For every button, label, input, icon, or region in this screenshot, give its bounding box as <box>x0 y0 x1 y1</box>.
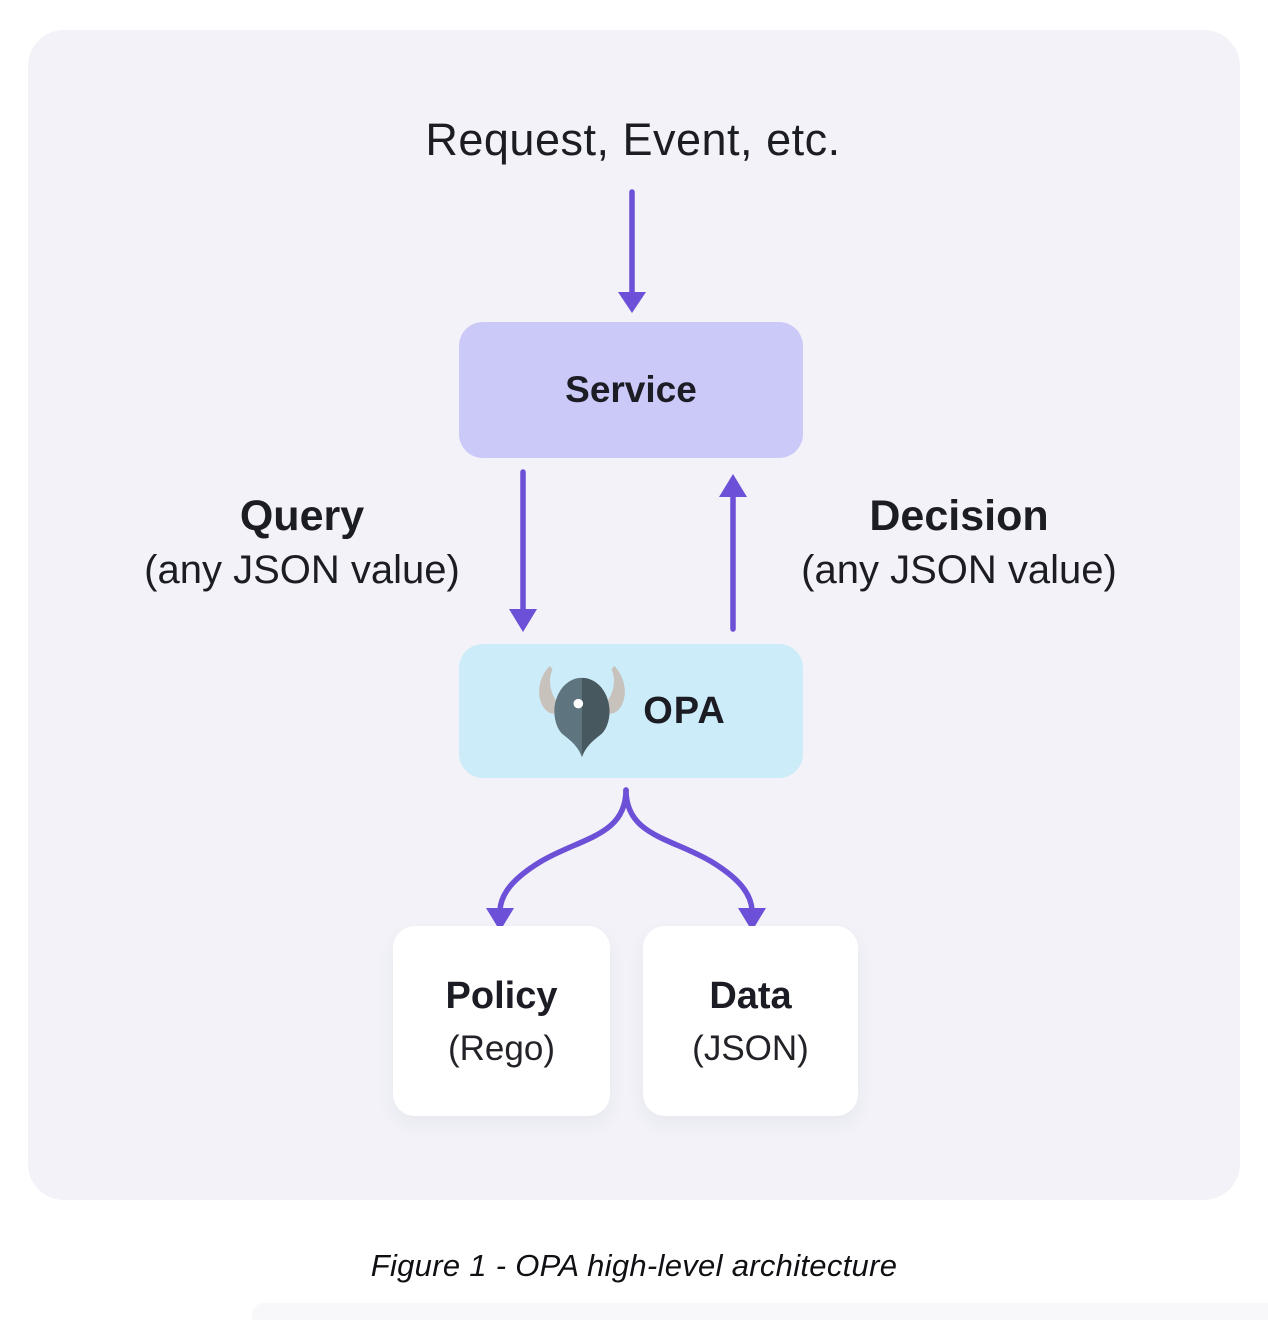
service-node-label: Service <box>565 369 697 410</box>
policy-node: Policy (Rego) <box>393 926 610 1116</box>
opa-node: OPA <box>459 644 803 778</box>
figure-caption: Figure 1 - OPA high-level architecture <box>370 1248 898 1283</box>
opa-node-label: OPA <box>643 689 726 732</box>
service-node: Service <box>459 322 803 458</box>
decision-label-title: Decision <box>869 492 1049 540</box>
decision-label: Decision (any JSON value) <box>774 488 1144 596</box>
data-node-subtitle: (JSON) <box>692 1028 809 1068</box>
request-event-label: Request, Event, etc. <box>425 114 841 165</box>
next-section-edge <box>252 1303 1268 1320</box>
diagram-panel <box>28 30 1240 1200</box>
query-label-subtitle: (any JSON value) <box>144 548 460 592</box>
policy-node-title: Policy <box>445 974 558 1017</box>
data-node-title: Data <box>709 974 792 1017</box>
policy-node-subtitle: (Rego) <box>448 1028 555 1068</box>
query-label: Query (any JSON value) <box>117 488 487 596</box>
query-label-title: Query <box>239 492 365 540</box>
decision-label-subtitle: (any JSON value) <box>801 548 1117 592</box>
opa-helmet-icon <box>539 665 626 757</box>
data-node: Data (JSON) <box>643 926 858 1116</box>
